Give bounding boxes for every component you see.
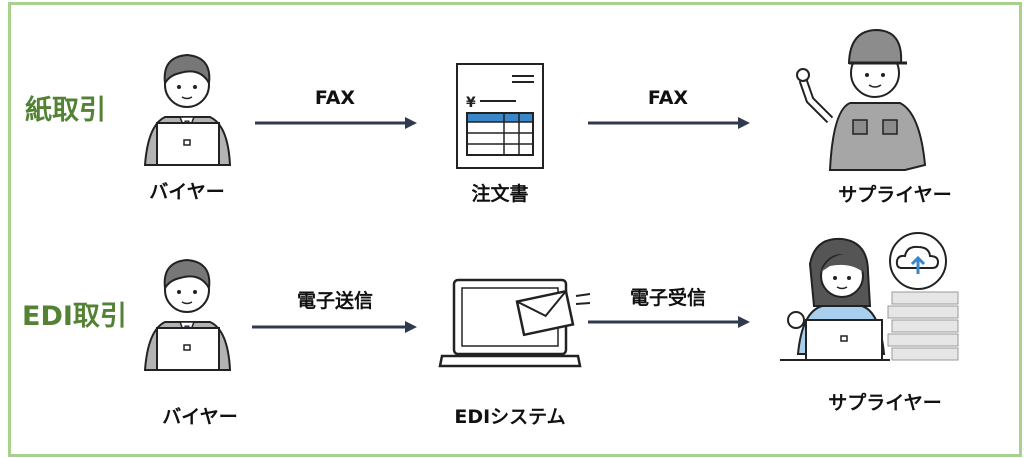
order-document-icon: ¥ [456, 63, 544, 169]
arrow-label-fax-2: FAX [647, 87, 689, 109]
order-document-label: 注文書 [471, 183, 529, 205]
cloud-upload-icon [889, 232, 947, 290]
arrow-label-fax-1: FAX [314, 87, 356, 109]
arrow-right-icon [588, 316, 750, 328]
paper-stack-icon [887, 291, 959, 361]
supplier-worker-icon [796, 28, 927, 171]
arrow-label-receive: 電子受信 [629, 287, 707, 309]
envelope-icon [515, 289, 575, 337]
arrow-right-icon [252, 321, 417, 333]
row-label-paper: 紙取引 [25, 95, 106, 126]
edi-laptop-icon [438, 278, 591, 368]
supplier-label: サプライヤー [828, 392, 942, 414]
edi-system-label: EDIシステム [454, 406, 566, 428]
buyer-label: バイヤー [149, 181, 225, 203]
supplier-label: サプライヤー [838, 184, 952, 206]
buyer-icon [143, 258, 232, 371]
row-label-edi: EDI取引 [22, 301, 127, 332]
arrow-right-icon [255, 117, 417, 129]
svg-text:¥: ¥ [466, 95, 476, 111]
buyer-label: バイヤー [162, 406, 238, 428]
diagram-frame [8, 2, 1022, 457]
arrow-label-send: 電子送信 [296, 290, 374, 312]
arrow-right-icon [588, 117, 750, 129]
buyer-icon [143, 53, 232, 166]
supplier-woman-icon [780, 232, 959, 361]
